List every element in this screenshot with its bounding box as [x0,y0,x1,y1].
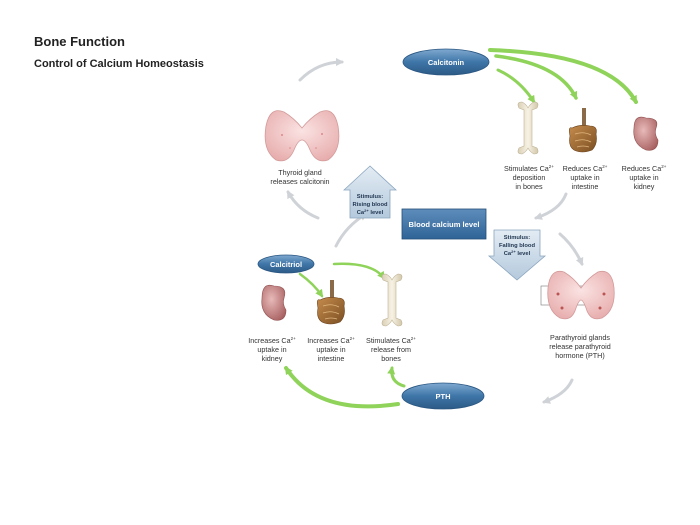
arrow-calcitonin-to-bone [496,68,536,104]
increase-kidney-caption-line1: Increases Ca2+ [248,336,296,345]
stim-release-caption-line3: bones [381,354,401,363]
stimulus-up-line3: Ca2+ level [357,208,384,216]
reduce-intestine-caption-line1: Reduces Ca2+ [563,164,608,173]
arrow-calcitriol-to-intestine [298,272,324,298]
increase-kidney-caption-line3: kidney [262,354,283,363]
blood-calcium-label: Blood calcium level [409,220,480,229]
stimulus-down-line2: Falling blood [499,243,536,249]
parathyroid-caption-line1: Parathyroid glands [550,333,610,342]
bone-illustration-bottom [381,273,403,327]
parathyroid-caption-line2: release parathyroid [549,342,611,351]
arrow-to-parathyroid [558,232,584,266]
page-subtitle: Control of Calcium Homeostasis [34,58,204,70]
arrow-to-thyroid-caption [286,190,320,220]
stimulus-falling-arrow: Stimulus: Falling blood Ca2+ level [487,229,547,281]
parathyroid-gland-illustration [540,270,615,320]
parathyroid-caption-line3: hormone (PTH) [555,351,605,360]
calcitonin-label: Calcitonin [428,58,465,67]
reduce-kidney-caption-line1: Reduces Ca2+ [622,164,667,173]
stimulus-rising-arrow: Stimulus: Rising blood Ca2+ level [342,165,398,219]
increase-intestine-caption-line3: intestine [318,354,345,363]
bone-illustration-top [517,101,539,155]
arrow-to-stimulus-up [334,212,368,248]
stim-deposition-caption-line3: in bones [515,182,543,191]
thyroid-caption-line1: Thyroid gland [278,168,322,177]
hormone-arrows [284,48,638,409]
stimulus-up-line1: Stimulus: [357,194,383,200]
stim-release-caption-line2: release from [371,345,411,354]
kidney-illustration-bottom [261,284,287,321]
arrow-from-parathyroid-to-pth [542,378,574,404]
stim-deposition-caption-line1: Stimulates Ca2+ [504,164,554,173]
arrow-to-calcitonin [298,58,344,82]
arrow-pth-to-kidney [284,366,400,409]
calcitriol-label: Calcitriol [270,260,302,269]
stimulus-down-line1: Stimulus: [504,235,530,241]
increase-intestine-caption-line2: uptake in [316,345,345,354]
thyroid-caption-line2: releases calcitonin [270,177,329,186]
page-title: Bone Function [34,34,125,49]
pth-hormone-node: PTH [401,382,485,410]
stim-deposition-caption-line2: deposition [513,173,546,182]
kidney-illustration-top [633,116,659,151]
arrow-calcitonin-to-kidney [488,48,638,104]
increase-kidney-caption-line2: uptake in [257,345,286,354]
reduce-intestine-caption-line3: intestine [572,182,599,191]
blood-calcium-level-box: Blood calcium level [401,208,487,240]
calcitonin-hormone-node: Calcitonin [402,48,490,76]
increase-intestine-caption-line1: Increases Ca2+ [307,336,355,345]
reduce-kidney-caption-line3: kidney [634,182,655,191]
intestine-illustration-bottom [317,280,345,325]
reduce-intestine-caption-line2: uptake in [570,173,599,182]
arrow-to-blood-level [534,192,568,220]
stim-release-caption-line1: Stimulates Ca2+ [366,336,416,345]
stimulus-up-line2: Rising blood [352,202,388,208]
thyroid-gland-illustration [264,110,340,162]
arrow-calcitriol-to-bone [332,262,386,280]
stimulus-down-line3: Ca2+ level [504,249,531,257]
intestine-illustration-top [569,108,597,153]
arrow-pth-to-bone [387,366,406,388]
reduce-kidney-caption-line2: uptake in [629,173,658,182]
calcitriol-hormone-node: Calcitriol [257,254,315,274]
pth-label: PTH [436,392,451,401]
arrow-calcitonin-to-intestine [494,54,578,100]
